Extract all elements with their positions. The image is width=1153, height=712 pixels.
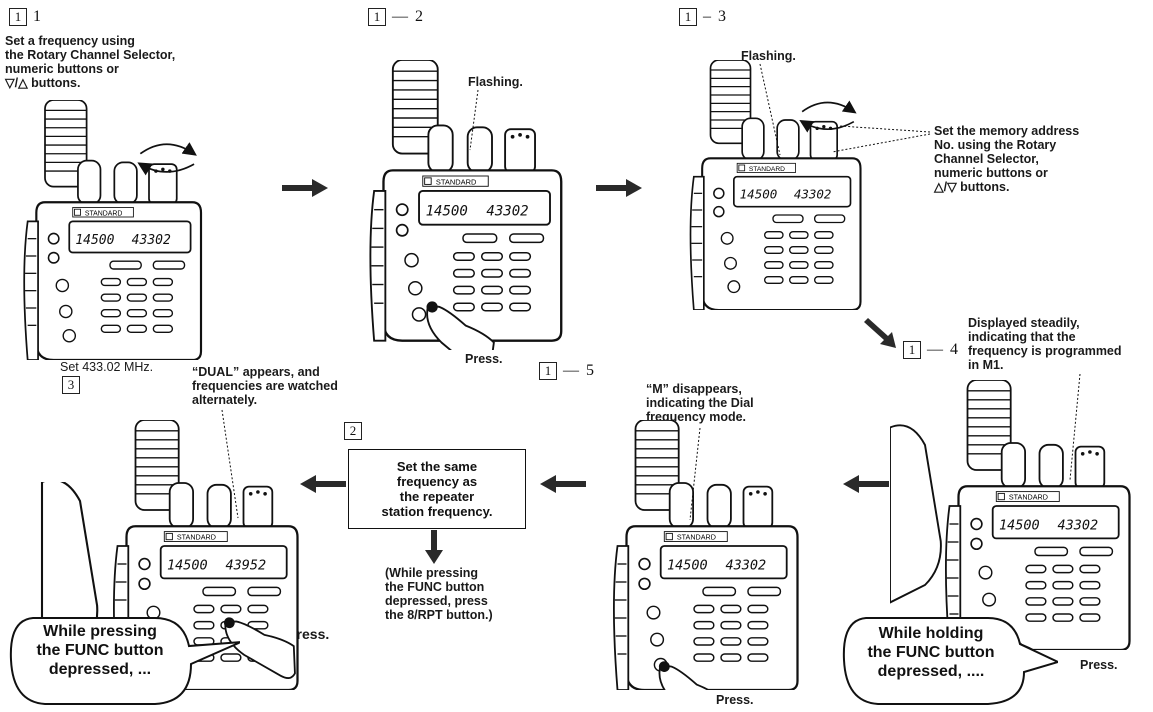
step-3-label: 3	[62, 376, 80, 394]
step-number-box: 2	[344, 422, 362, 440]
lcd-left-frequency: 14500	[740, 186, 778, 201]
step-number-box: 1	[539, 362, 557, 380]
radio-step-1-5: STANDARD 14500 43302	[598, 420, 808, 690]
brand-label: STANDARD	[677, 533, 716, 542]
step-sub-number: 2	[415, 8, 423, 26]
radio-step-1-3: STANDARD 14500 43302	[668, 60, 878, 310]
lcd-right-frequency: 43302	[132, 233, 171, 248]
lcd-left-frequency: 14500	[167, 557, 208, 573]
rotate-arrow-icon	[140, 144, 194, 154]
flow-arrow-down-icon	[424, 530, 444, 564]
flow-arrow-left-icon	[843, 474, 889, 494]
lcd-right-frequency: 43952	[226, 557, 267, 573]
flow-arrow-right-icon	[596, 178, 642, 198]
step-number-box: 1	[9, 8, 27, 26]
step-1-1-frequency-note: Set 433.02 MHz.	[60, 360, 153, 374]
hand-left-icon	[890, 420, 960, 610]
step-number-box: 1	[679, 8, 697, 26]
step-1-1-label: 1 1	[9, 8, 41, 26]
step-number-box: 1	[368, 8, 386, 26]
step-sub-number: 4	[950, 341, 958, 359]
brand-label: STANDARD	[436, 177, 477, 186]
flow-arrow-right-icon	[282, 178, 328, 198]
lcd-left-frequency: 14500	[999, 517, 1040, 533]
step-1-4-press-note: Press.	[1080, 658, 1118, 672]
radio-step-1-1: STANDARD 14500 43302	[10, 100, 210, 360]
step-1-4-label: 1 — 4	[903, 341, 958, 359]
step-separator: –	[703, 8, 712, 26]
lcd-left-frequency: 14500	[75, 233, 114, 248]
lcd-right-frequency: 43302	[1058, 517, 1099, 533]
lcd-left-frequency: 14500	[667, 557, 708, 573]
brand-label: STANDARD	[749, 166, 785, 173]
flow-arrow-left-icon	[300, 474, 346, 494]
flow-arrow-left-icon	[540, 474, 586, 494]
lcd-left-frequency: 14500	[426, 203, 468, 219]
step-1-4-instruction: Displayed steadily,indicating that the f…	[968, 316, 1122, 372]
brand-label: STANDARD	[1009, 493, 1048, 502]
lcd-right-frequency: 43302	[794, 186, 832, 201]
brand-label: STANDARD	[85, 210, 123, 217]
step-2-label: 2	[344, 422, 362, 440]
step-separator: —	[392, 8, 409, 26]
step-separator: —	[563, 362, 580, 380]
radio-step-1-2: STANDARD 14500 43302	[358, 60, 568, 350]
step-number-box: 1	[903, 341, 921, 359]
step-sub-number: 5	[586, 362, 594, 380]
step-1-5-press-note: Press.	[716, 693, 754, 707]
radio-step-1-4: STANDARD 14500 43302	[930, 380, 1140, 650]
step-1-2-label: 1 — 2	[368, 8, 423, 26]
step-1-5-label: 1 — 5	[539, 362, 594, 380]
step-number-box: 3	[62, 376, 80, 394]
step-1-5-instruction: “M” disappears,indicating the Dial frequ…	[646, 382, 754, 424]
step-sub-number: 1	[33, 8, 41, 26]
flow-arrow-down-right-icon	[862, 314, 898, 350]
lcd-right-frequency: 43302	[726, 557, 767, 573]
lcd-right-frequency: 43302	[486, 203, 528, 219]
brand-label: STANDARD	[177, 533, 216, 542]
step-1-2-press-note: Press.	[465, 352, 503, 366]
step-1-3-label: 1 – 3	[679, 8, 726, 26]
step-sub-number: 3	[718, 8, 726, 26]
step-separator: —	[927, 341, 944, 359]
rotate-arrow-icon	[802, 103, 854, 112]
